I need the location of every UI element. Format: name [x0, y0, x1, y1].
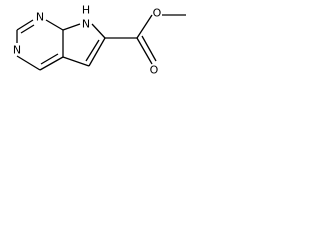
bond-n1-c2-inner — [20, 24, 35, 34]
methyl-pyrrolopyrimidine-carboxylate-structure: N N N H O O — [13, 4, 186, 77]
atom-ester-o-label: O — [153, 7, 162, 20]
bond-carbonyl-c-o-double-a — [136, 37, 153, 65]
atom-carbonyl-o-label: O — [150, 64, 159, 77]
bond-n1-c2 — [16, 19, 34, 31]
atom-n1-label: N — [36, 11, 44, 24]
bond-carbonyl-c-ester-o — [136, 14, 153, 39]
bond-c4-c4a-inner — [40, 53, 59, 65]
bond-c6-c5-inner — [85, 39, 100, 62]
bond-c6-c5 — [88, 37, 106, 67]
atom-h7-label: H — [82, 4, 90, 17]
bond-carbonyl-c-o-double-b — [141, 35, 157, 62]
atom-n7-label: N — [82, 18, 90, 31]
bond-c4-c4a — [39, 56, 64, 71]
atom-n3-label: N — [13, 44, 21, 57]
bond-n7-c6 — [91, 23, 106, 39]
bond-c5-c4a — [62, 56, 90, 67]
bond-c7a-n1 — [45, 19, 64, 31]
structure-canvas: N N N H O O — [0, 0, 242, 97]
bond-c7a-n7 — [62, 23, 81, 31]
bond-n3-c4 — [16, 55, 41, 71]
